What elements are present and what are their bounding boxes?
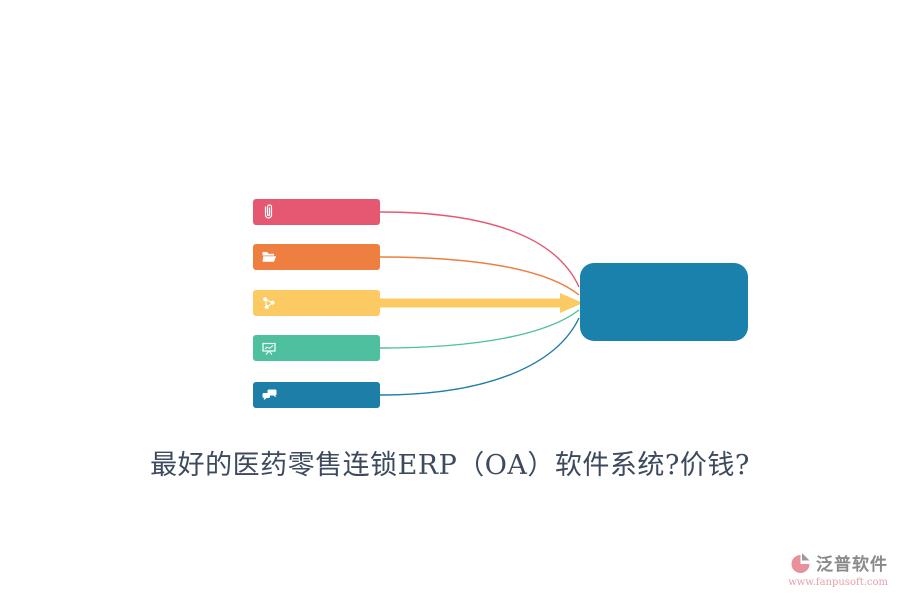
fanpu-logo-icon [791,552,810,573]
brand-name: 泛普软件 [816,555,888,575]
caption-title: 最好的医药零售连锁ERP（OA）软件系统?价钱? [150,450,750,481]
open-folder-icon [262,252,277,262]
target-node [580,263,748,341]
presentation-board-icon [262,342,276,355]
curve-item-4 [379,309,580,349]
share-network-icon [263,297,275,309]
curve-item-2 [379,256,580,296]
curve-item-5 [379,317,580,396]
source-item-folder [253,244,380,270]
paperclip-icon [264,204,273,219]
curve-item-1 [379,211,580,288]
main-arrow [378,293,583,313]
source-item-presentation [253,335,380,361]
brand-url: www.fanpusoft.com [788,577,888,588]
brand-footer: 泛普软件 www.fanpusoft.com [788,550,888,588]
source-item-chat [253,382,380,408]
chat-bubbles-icon [262,389,277,401]
source-item-network [253,290,380,316]
source-item-attachment [253,199,380,225]
